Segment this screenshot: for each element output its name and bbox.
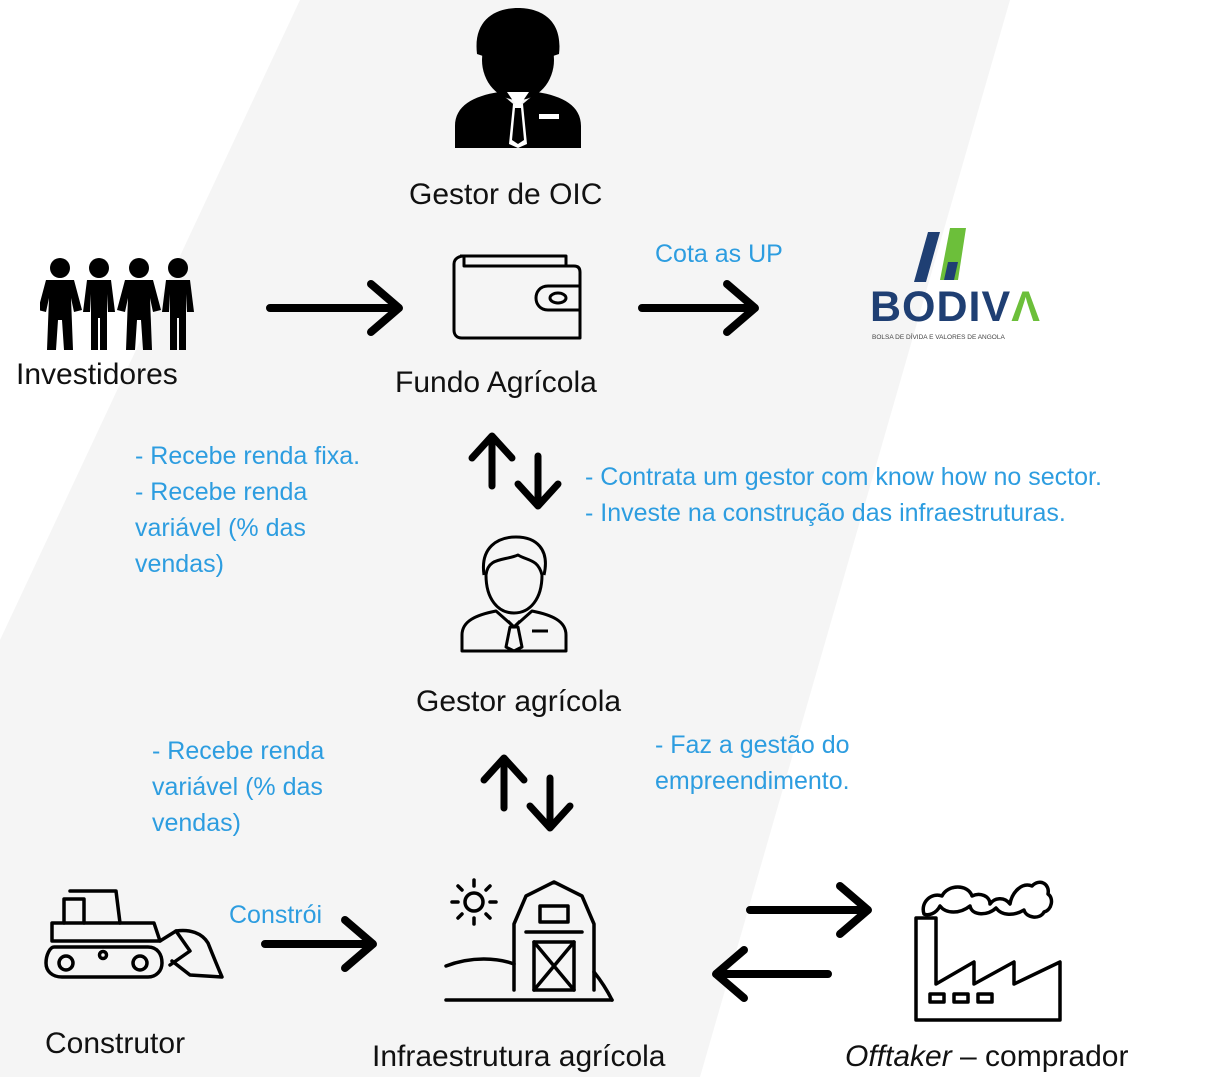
note-line: - Faz a gestão do — [655, 731, 850, 759]
bulldozer-icon — [44, 889, 224, 979]
bodiva-logo-mark — [914, 228, 966, 282]
edge-label-constroi: Constrói — [229, 901, 323, 929]
node-offtaker-italic: Offtaker — [845, 1040, 952, 1073]
node-offtaker: Offtaker – comprador — [845, 1040, 1128, 1074]
note-line: - Recebe renda — [135, 478, 308, 506]
node-offtaker-rest: – comprador — [951, 1040, 1129, 1073]
note-line: vendas) — [152, 809, 241, 837]
arrow-investidores-fundo — [266, 280, 403, 336]
node-gestor-oic: Gestor de OIC — [409, 178, 603, 211]
wallet-icon — [452, 254, 582, 340]
note-line: variável (% das — [152, 773, 323, 801]
manager-outline-icon — [460, 535, 568, 653]
node-infraestrutura: Infraestrutura agrícola — [372, 1040, 666, 1073]
note-manager-actions: - Faz a gestão do empreendimento. — [655, 727, 850, 799]
note-line: - Recebe renda — [152, 737, 325, 765]
arrow-fundo-bodiva — [638, 280, 759, 336]
bodiva-logo-name: BODIVΛ — [870, 283, 1041, 331]
arrows-fundo-gestor — [468, 432, 562, 510]
arrows-gestor-infra — [480, 754, 574, 832]
arrows-infra-offtaker — [712, 882, 872, 1002]
node-fundo: Fundo Agrícola — [395, 366, 597, 399]
note-investors-returns: - Recebe renda fixa. - Recebe renda vari… — [135, 438, 360, 582]
note-line: - Recebe renda fixa. — [135, 442, 361, 470]
note-line: - Investe na construção das infraestrutu… — [585, 499, 1066, 527]
note-fund-actions: - Contrata um gestor com know how no sec… — [585, 459, 1102, 531]
businessman-icon — [455, 8, 581, 148]
note-line: empreendimento. — [655, 767, 850, 795]
note-line: - Contrata um gestor com know how no sec… — [585, 463, 1102, 491]
note-line: variável (% das — [135, 514, 306, 542]
node-gestor-agricola: Gestor agrícola — [416, 685, 622, 718]
bodiva-logo-tagline: BOLSA DE DÍVIDA E VALORES DE ANGOLA — [872, 334, 1005, 341]
farm-barn-icon — [444, 878, 614, 1002]
edge-label-cota: Cota as UP — [655, 240, 783, 268]
note-manager-returns: - Recebe renda variável (% das vendas) — [152, 733, 324, 841]
node-investidores: Investidores — [16, 358, 178, 391]
node-construtor: Construtor — [45, 1027, 186, 1060]
bodiva-logo: BODIVΛ BOLSA DE DÍVIDA E VALORES DE ANGO… — [868, 224, 1040, 346]
arrow-construtor-infra — [261, 916, 377, 972]
note-line: vendas) — [135, 550, 224, 578]
factory-icon — [914, 880, 1062, 1022]
people-group-icon — [40, 258, 194, 350]
